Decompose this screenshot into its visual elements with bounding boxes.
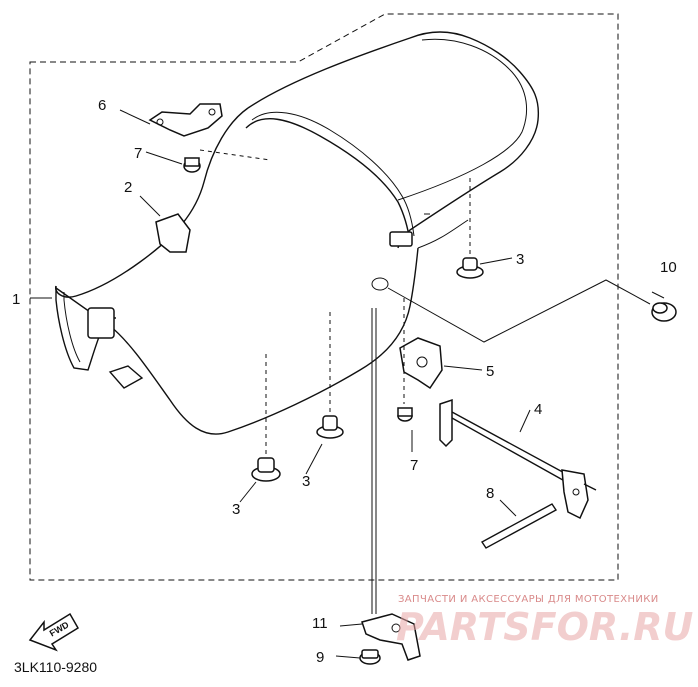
- cap: [651, 302, 677, 322]
- lock-pin: [480, 503, 558, 549]
- callout-5: 5: [486, 363, 494, 380]
- seat-lower-edge: [417, 219, 469, 249]
- seat-bottom-bracket: [108, 365, 144, 389]
- damper-left: [251, 457, 281, 482]
- nut-lower: [397, 407, 413, 422]
- callout-3-center: 3: [302, 473, 310, 490]
- callout-8: 8: [486, 485, 494, 502]
- hook-bracket: [148, 103, 223, 137]
- callout-1: 1: [12, 291, 20, 308]
- fwd-arrow-icon: FWD: [28, 612, 80, 652]
- seat-hole: [371, 277, 389, 291]
- callout-3-left: 3: [232, 501, 240, 518]
- seat-side-line: [55, 247, 419, 435]
- leader-lines: [30, 109, 665, 659]
- watermark-site: PARTSFOR.RU: [396, 605, 694, 649]
- lock-bracket: [399, 337, 443, 390]
- callout-7-lower: 7: [410, 457, 418, 474]
- callout-9: 9: [316, 649, 324, 666]
- seat-front-hook-inner: [63, 292, 81, 363]
- damper-right: [456, 257, 484, 279]
- damper-center: [316, 415, 344, 439]
- seat-assembly: [55, 31, 540, 435]
- lock-assembly: [361, 613, 421, 661]
- watermark-caption: ЗАПЧАСТИ И АКСЕССУАРЫ ДЛЯ МОТОТЕХНИКИ: [398, 594, 659, 605]
- callout-4: 4: [534, 401, 542, 418]
- diagram-code: 3LK110-9280: [14, 659, 97, 675]
- seat-strap: [245, 118, 411, 243]
- seat-rear-piping: [397, 38, 528, 201]
- front-bracket: [155, 213, 191, 253]
- seat-front-cushion: [55, 107, 249, 298]
- callout-7-upper: 7: [134, 145, 142, 162]
- seat-front-tab: [87, 307, 115, 339]
- seat-strap-inner: [251, 111, 415, 237]
- nut-upper: [183, 157, 201, 173]
- callout-6: 6: [98, 97, 106, 114]
- assembly-boundary: [29, 13, 619, 581]
- strap-buckle: [389, 231, 413, 247]
- callout-10: 10: [660, 259, 677, 276]
- callout-3-right: 3: [516, 251, 524, 268]
- seat-rear-cushion: [247, 31, 540, 249]
- grommet: [359, 649, 381, 665]
- callout-2: 2: [124, 179, 132, 196]
- lock-rod: [439, 398, 597, 520]
- callout-11: 11: [312, 615, 328, 632]
